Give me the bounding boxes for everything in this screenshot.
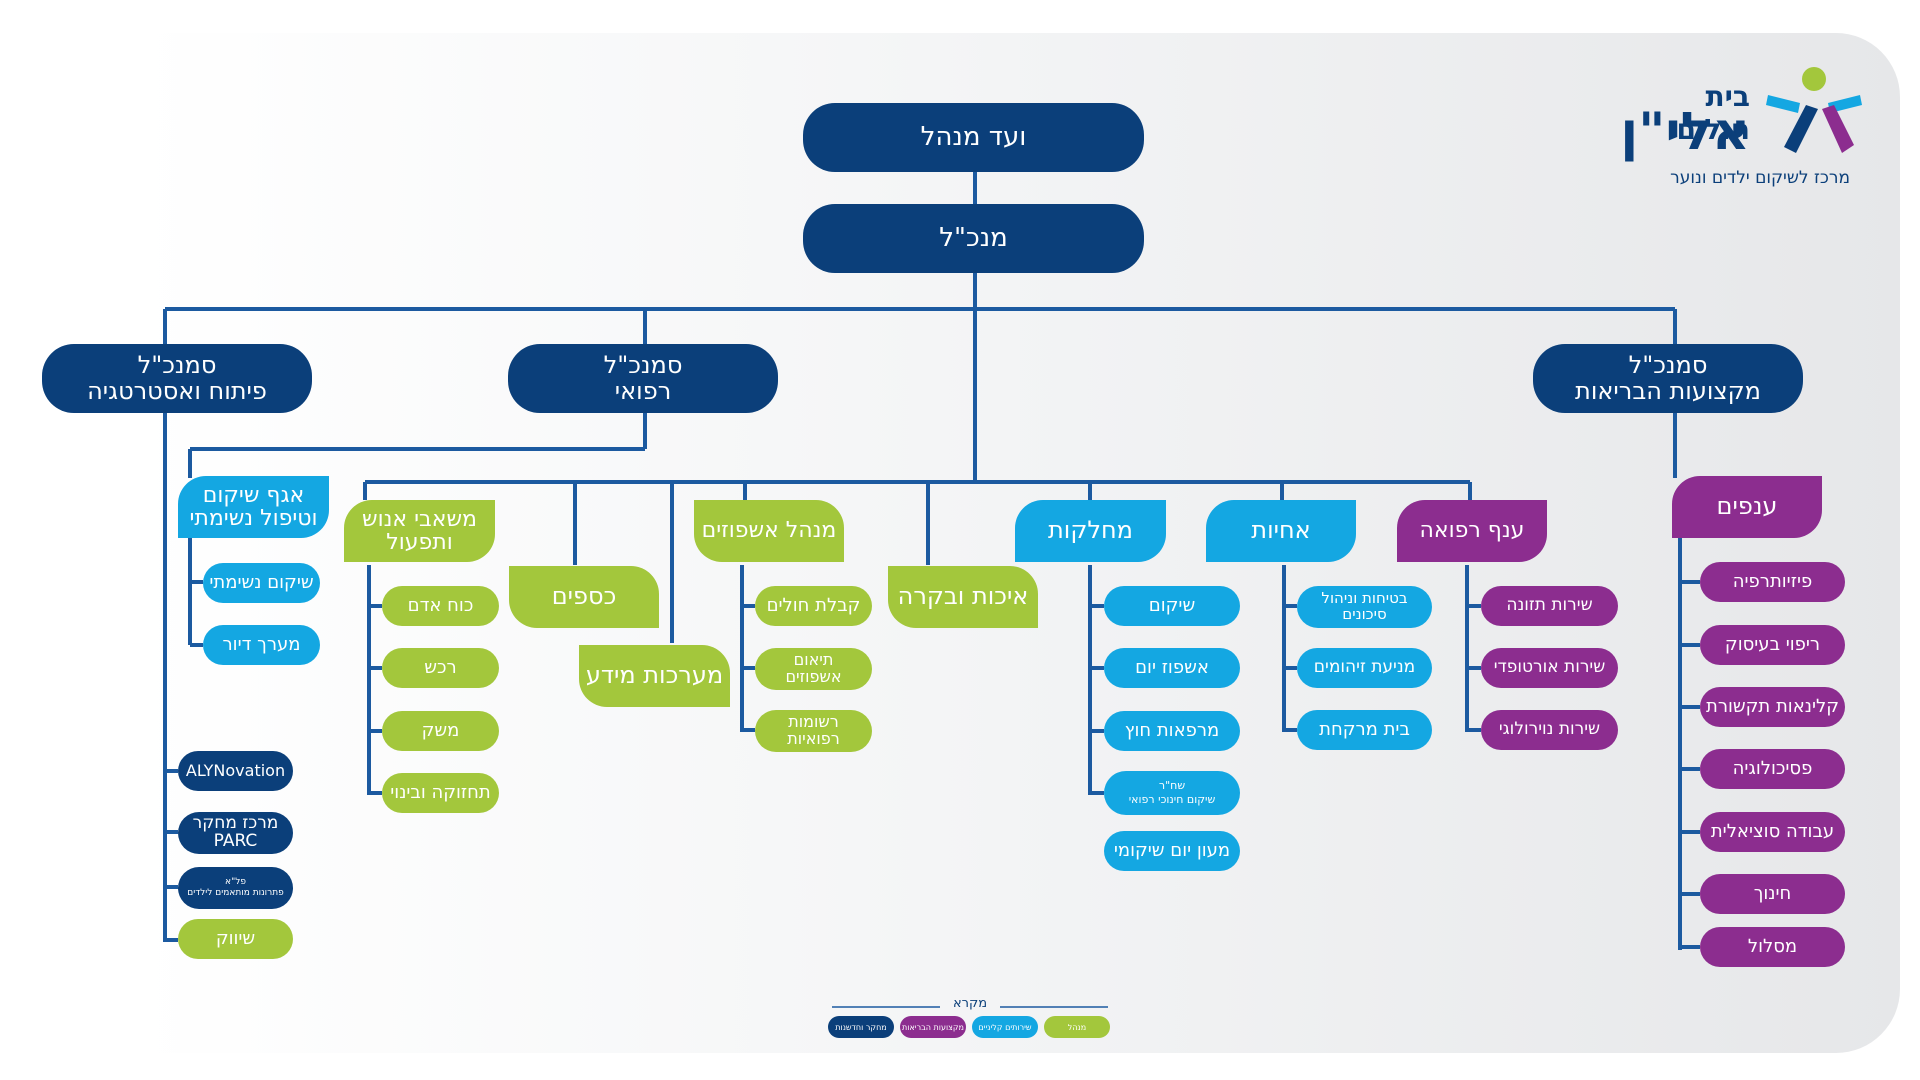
legend-title: מקרא bbox=[952, 996, 988, 1011]
unit-pla[interactable]: פל"א פתרונות מותאמים לילדים bbox=[178, 867, 293, 909]
quality-box[interactable]: איכות ובקרה bbox=[888, 566, 1038, 628]
health-item-psych[interactable]: פסיכולוגיה bbox=[1700, 749, 1845, 789]
legend-admin: מנהל bbox=[1044, 1016, 1110, 1038]
admissions-item-intake[interactable]: קבלת חולים bbox=[755, 586, 872, 626]
admissions-item-coordination[interactable]: תיאום אשפוזים bbox=[755, 648, 872, 690]
health-item-ot[interactable]: ריפוי בעיסוק bbox=[1700, 625, 1845, 665]
medicine-branch-box[interactable]: ענף רפואה bbox=[1397, 500, 1547, 562]
logo-line1: בית חולים bbox=[1676, 80, 1750, 146]
legend-clinical: שירותים קליניים bbox=[972, 1016, 1038, 1038]
nursing-item-infection[interactable]: מניעת זיהומים bbox=[1297, 648, 1432, 688]
people-star-icon bbox=[1766, 67, 1862, 153]
health-item-speech[interactable]: קלינאות תקשורת bbox=[1700, 687, 1845, 727]
departments-box[interactable]: מחלקות bbox=[1015, 500, 1166, 562]
admissions-box[interactable]: מנהל אשפוזים bbox=[694, 500, 844, 562]
legend-research: מחקר וחדשנות bbox=[828, 1016, 894, 1038]
logo-tagline: מרכז לשיקום ילדים ונוער bbox=[1670, 168, 1850, 188]
finance-box[interactable]: כספים bbox=[509, 566, 659, 628]
dept-item-rehab-daycare[interactable]: מעון יום שיקומי bbox=[1104, 831, 1240, 871]
dept-item-daycare[interactable]: אשפוז יום bbox=[1104, 648, 1240, 688]
legend-health: מקצועות הבריאות bbox=[900, 1016, 966, 1038]
deputy-health-box[interactable]: סמנכ"ל מקצועות הבריאות bbox=[1533, 344, 1803, 413]
logo-line2: אלי"ן bbox=[1620, 102, 1750, 162]
hr-item-maintenance[interactable]: תחזוקה ובינוי bbox=[382, 773, 499, 813]
health-item-physio[interactable]: פיזיותרפיה bbox=[1700, 562, 1845, 602]
rehab-item-respiratory[interactable]: שיקום נשימתי bbox=[203, 563, 320, 603]
medicine-item-nutrition[interactable]: שירות תזונה bbox=[1481, 586, 1618, 626]
health-item-track[interactable]: מסלול bbox=[1700, 927, 1845, 967]
it-box[interactable]: מערכות מידע bbox=[579, 645, 730, 707]
branches-box[interactable]: ענפים bbox=[1672, 476, 1822, 538]
health-item-social[interactable]: עבודה סוציאלית bbox=[1700, 812, 1845, 852]
hr-item-staff[interactable]: כוח אדם bbox=[382, 586, 499, 626]
hr-box[interactable]: משאבי אנוש ותפעול bbox=[344, 500, 495, 562]
unit-parc[interactable]: מרכז מחקר PARC bbox=[178, 812, 293, 854]
deputy-medical-box[interactable]: סמנכ"ל רפואי bbox=[508, 344, 778, 413]
rehab-item-housing[interactable]: מערך דיור bbox=[203, 625, 320, 665]
nursing-item-safety[interactable]: בטיחות וניהול סיכונים bbox=[1297, 586, 1432, 628]
medicine-item-orthopedic[interactable]: שירות אורטופדי bbox=[1481, 648, 1618, 688]
admissions-item-records[interactable]: רשומות רפואיות bbox=[755, 710, 872, 752]
ceo-box[interactable]: מנכ"ל bbox=[803, 204, 1144, 273]
deputy-development-box[interactable]: סמנכ"ל פיתוח ואסטרטגיה bbox=[42, 344, 312, 413]
unit-alynovation[interactable]: ALYNovation bbox=[178, 751, 293, 791]
health-item-education[interactable]: חינוך bbox=[1700, 874, 1845, 914]
dept-item-rehab[interactable]: שיקום bbox=[1104, 586, 1240, 626]
unit-marketing[interactable]: שיווק bbox=[178, 919, 293, 959]
nursing-item-pharmacy[interactable]: בית מרקחת bbox=[1297, 710, 1432, 750]
medicine-item-neurology[interactable]: שירות נוירולוגי bbox=[1481, 710, 1618, 750]
hr-item-household[interactable]: משק bbox=[382, 711, 499, 751]
hr-item-purchasing[interactable]: רכש bbox=[382, 648, 499, 688]
nursing-box[interactable]: אחיות bbox=[1206, 500, 1356, 562]
board-box[interactable]: ועד מנהל bbox=[803, 103, 1144, 172]
dept-item-shachar[interactable]: שח"ר שיקום חינוכי רפואי bbox=[1104, 771, 1240, 815]
rehab-dept-box[interactable]: אגף שיקום וטיפול נשימתי bbox=[178, 476, 329, 538]
dept-item-outpatient[interactable]: מרפאות חוץ bbox=[1104, 711, 1240, 751]
